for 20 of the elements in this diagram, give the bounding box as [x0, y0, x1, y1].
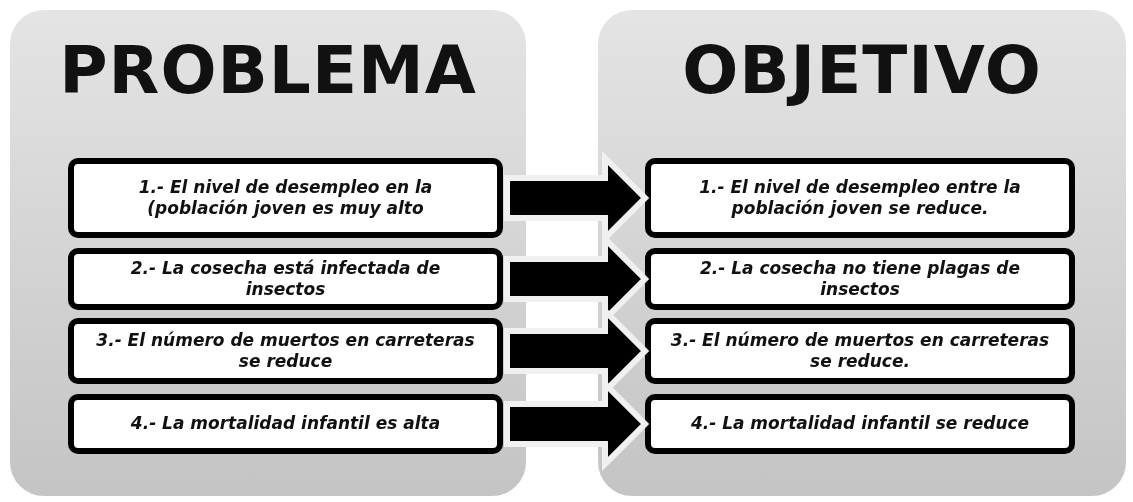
text-box	[68, 394, 503, 454]
text-box	[68, 158, 503, 238]
box-text: 3.- El número de muertos en carreteras se reduce.	[669, 329, 1051, 373]
box-text: 4.- La mortalidad infantil se reduce	[690, 413, 1030, 435]
text-box	[68, 318, 503, 384]
text-box	[645, 248, 1075, 310]
text-box	[645, 394, 1075, 454]
text-box	[645, 318, 1075, 384]
box-text: 1.- El nivel de desempleo en la (población joven es muy alto	[137, 176, 434, 220]
panel-title: OBJETIVO	[681, 32, 1043, 109]
box-text: 4.- La mortalidad infantil es alta	[130, 413, 441, 435]
box-text: 3.- El número de muertos en carreteras se reduce	[95, 329, 476, 373]
box-text: 2.- La cosecha no tiene plagas de insectos	[698, 257, 1021, 301]
box-text: 1.- El nivel de desempleo entre la población joven se reduce.	[698, 176, 1022, 220]
panel-background	[10, 10, 526, 496]
text-box	[68, 248, 503, 310]
text-box	[645, 158, 1075, 238]
panel-background	[598, 10, 1126, 496]
box-text: 2.- La cosecha está infectada de insectos	[129, 257, 442, 301]
panel-title: PROBLEMA	[58, 32, 478, 109]
